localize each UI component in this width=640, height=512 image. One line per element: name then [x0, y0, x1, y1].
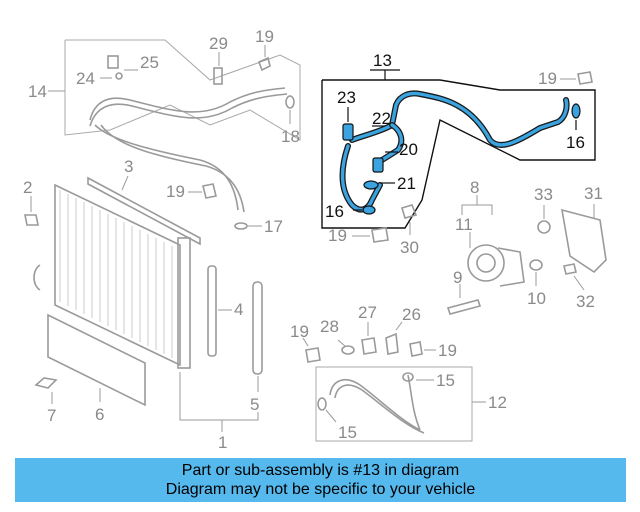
- parts-diagram: 14 24 25 29 19 18 19 17: [23, 27, 607, 452]
- callout-17: 17: [264, 217, 283, 236]
- callout-21[interactable]: 21: [397, 174, 416, 193]
- callout-13[interactable]: 13: [373, 51, 392, 70]
- callout-1: 1: [218, 433, 227, 452]
- condenser-assembly: 3 2 4 5 1 6 7: [23, 157, 263, 452]
- callout-3: 3: [124, 157, 133, 176]
- group-12: 12 15 15: [315, 366, 507, 442]
- callout-16-b[interactable]: 16: [566, 133, 585, 152]
- callout-9: 9: [453, 268, 462, 287]
- callout-31: 31: [584, 184, 603, 203]
- callout-4: 4: [234, 300, 243, 319]
- callout-18: 18: [281, 127, 300, 146]
- callout-16-a[interactable]: 16: [325, 202, 344, 221]
- callout-11: 11: [455, 215, 473, 234]
- info-banner: Part or sub-assembly is #13 in diagram D…: [15, 458, 626, 502]
- fittings-17-19: 19 17: [166, 182, 283, 236]
- callout-23[interactable]: 23: [337, 88, 356, 107]
- callout-26: 26: [402, 305, 421, 324]
- callout-19-e: 19: [438, 341, 457, 360]
- callout-27: 27: [358, 303, 377, 322]
- callout-19-c: 19: [538, 69, 557, 88]
- fittings-26-28: 27 28 26 19 19: [290, 303, 457, 363]
- bolt-19-top-right: 19: [538, 69, 593, 88]
- bolt-19-30: 19 30: [328, 204, 419, 257]
- callout-19-f: 19: [290, 322, 309, 341]
- callout-6: 6: [95, 405, 104, 424]
- callout-20[interactable]: 20: [399, 140, 418, 159]
- callout-24: 24: [76, 69, 95, 88]
- callout-15-b: 15: [338, 423, 357, 442]
- callout-7: 7: [47, 406, 56, 425]
- group-13-highlighted: 13 23 22 20 21 16 16: [321, 51, 596, 229]
- callout-12: 12: [488, 393, 507, 412]
- callout-33: 33: [534, 185, 553, 204]
- callout-28: 28: [320, 317, 339, 336]
- callout-19-d: 19: [328, 226, 347, 245]
- callout-30: 30: [400, 238, 419, 257]
- callout-25: 25: [140, 53, 159, 72]
- group-14: 14 24 25 29 19 18: [28, 27, 301, 213]
- callout-8: 8: [470, 178, 479, 197]
- callout-5: 5: [250, 395, 259, 414]
- callout-32: 32: [576, 292, 595, 311]
- compressor-assembly: 8 11 9 10 33: [446, 178, 553, 315]
- callout-2: 2: [23, 178, 32, 197]
- callout-29: 29: [209, 34, 228, 53]
- callout-15-a: 15: [436, 371, 455, 390]
- callout-10: 10: [527, 289, 546, 308]
- banner-line-1: Part or sub-assembly is #13 in diagram: [181, 462, 460, 479]
- callout-19-b: 19: [166, 182, 185, 201]
- callout-22[interactable]: 22: [372, 109, 391, 128]
- callout-14: 14: [28, 82, 47, 101]
- shield-31-32: 31 32: [560, 184, 607, 311]
- banner-line-2: Diagram may not be specific to your vehi…: [165, 481, 476, 498]
- ac-hose-13[interactable]: [339, 90, 581, 215]
- callout-19-a: 19: [255, 27, 274, 46]
